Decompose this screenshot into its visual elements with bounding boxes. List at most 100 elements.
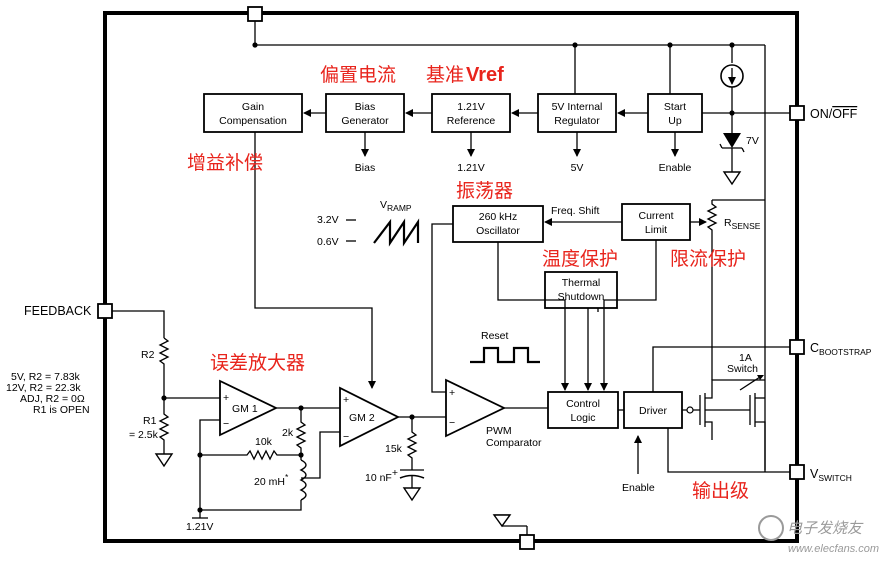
bootstrap-pin: CBOOTSTRAP <box>789 339 872 357</box>
driver-block: Driver <box>623 391 683 429</box>
annotation-error-amp: 误差放大器 <box>210 352 305 374</box>
svg-text:20 mH*: 20 mH* <box>254 472 289 488</box>
annotation-output: 输出级 <box>692 480 749 502</box>
osc-to-pwm-wire <box>431 223 453 393</box>
svg-text:www.elecfans.com: www.elecfans.com <box>788 543 879 555</box>
control-logic-block: Control Logic <box>547 391 619 429</box>
svg-text:−: − <box>223 418 229 430</box>
pwm-comparator: + − PWM Comparator <box>445 378 542 449</box>
svg-text:R1 is OPEN: R1 is OPEN <box>33 404 90 416</box>
svg-text:Generator: Generator <box>341 115 389 127</box>
r2-resistor: R2 <box>141 337 170 398</box>
reference-block: 1.21V Reference <box>431 93 511 133</box>
comp-network: 2k 10k 20 mH* 1.21V <box>186 408 340 533</box>
annotation-bias-current: 偏置电流 <box>320 64 396 86</box>
feedback-options: 5V, R2 = 7.83k 12V, R2 = 22.3k ADJ, R2 =… <box>6 371 90 416</box>
svg-text:= 2.5k: = 2.5k <box>129 429 159 441</box>
rc-filter: 15k 10 nF+ <box>365 414 446 502</box>
freq-shift-label: Freq. Shift <box>551 205 600 217</box>
startup-block: Start Up <box>647 93 703 133</box>
svg-text:GM 1: GM 1 <box>232 403 258 415</box>
svg-text:Gain: Gain <box>242 101 264 113</box>
r1-resistor: R1 = 2.5k <box>129 398 174 468</box>
feedback-pin: FEEDBACK <box>24 303 113 319</box>
svg-text:电子发烧友: 电子发烧友 <box>787 519 864 537</box>
thermal-shutdown-block: Thermal Shutdown <box>544 271 618 309</box>
top-rail <box>252 21 766 470</box>
annotation-oscillator: 振荡器 <box>456 180 513 202</box>
svg-text:Compensation: Compensation <box>219 115 287 127</box>
oscillator-block: 260 kHz Oscillator <box>452 205 544 243</box>
svg-text:1A: 1A <box>739 352 752 364</box>
output-switches: 1A Switch <box>667 352 790 473</box>
gm2-amplifier: GM 2 + − <box>339 386 401 448</box>
rsense-resistor: RSENSE <box>690 199 765 380</box>
ref-out-label: 1.21V <box>457 162 484 174</box>
svg-text:5V Internal: 5V Internal <box>552 101 603 113</box>
annotation-thermal: 温度保护 <box>542 248 618 270</box>
feedback-wire <box>112 310 165 338</box>
control-logic-inputs <box>497 240 657 391</box>
top-pin <box>247 6 263 22</box>
annotation-reference: 基准 <box>426 64 464 86</box>
zener-diode: 7V <box>719 133 759 186</box>
svg-text:Comparator: Comparator <box>486 437 542 449</box>
svg-text:+: + <box>449 387 455 399</box>
ramp-waveform: 3.2V 0.6V VRAMP <box>317 199 420 248</box>
gain-compensation-block: Gain Compensation <box>203 93 303 133</box>
svg-text:CBOOTSTRAP: CBOOTSTRAP <box>810 341 872 357</box>
current-source <box>690 64 790 133</box>
svg-text:1.21V: 1.21V <box>186 521 213 533</box>
current-limit-block: Current Limit <box>621 203 691 241</box>
svg-text:12V, R2 = 22.3k: 12V, R2 = 22.3k <box>6 382 81 394</box>
svg-text:Current: Current <box>638 210 673 222</box>
svg-text:Reset: Reset <box>481 330 509 342</box>
svg-text:Bias: Bias <box>355 101 375 113</box>
svg-text:Oscillator: Oscillator <box>476 225 520 237</box>
annotation-current-limit: 限流保护 <box>670 248 746 270</box>
svg-text:3.2V: 3.2V <box>317 214 339 226</box>
zener-label: 7V <box>746 135 759 147</box>
ground-pin <box>519 534 535 550</box>
annotation-gain-comp: 增益补偿 <box>187 152 263 174</box>
svg-text:15k: 15k <box>385 443 403 455</box>
vswitch-pin: VSWITCH <box>789 464 852 483</box>
svg-text:ADJ, R2 = 0Ω: ADJ, R2 = 0Ω <box>20 393 85 405</box>
watermark: 电子发烧友 www.elecfans.com <box>758 515 879 555</box>
svg-text:VSWITCH: VSWITCH <box>810 467 852 483</box>
svg-text:R1: R1 <box>143 415 157 427</box>
gm1-amplifier: GM 1 + − <box>219 379 279 437</box>
svg-text:Driver: Driver <box>639 405 668 417</box>
svg-text:Up: Up <box>668 115 682 127</box>
svg-text:GM 2: GM 2 <box>349 412 375 424</box>
svg-text:R2: R2 <box>141 349 155 361</box>
svg-text:2k: 2k <box>282 427 294 439</box>
svg-text:Logic: Logic <box>570 412 595 424</box>
svg-text:PWM: PWM <box>486 425 512 437</box>
svg-text:Switch: Switch <box>727 363 758 375</box>
svg-text:+: + <box>343 394 349 406</box>
bottom-ground <box>492 514 528 535</box>
svg-text:Shutdown: Shutdown <box>558 291 605 303</box>
regulator-block: 5V Internal Regulator <box>537 93 617 133</box>
reset-pulse: Reset <box>470 330 540 364</box>
svg-text:Reference: Reference <box>447 115 496 127</box>
svg-text:−: − <box>343 431 349 443</box>
svg-text:10 nF+: 10 nF+ <box>365 467 398 484</box>
on-off-pin: ON/OFF <box>789 105 858 121</box>
bias-generator-block: Bias Generator <box>325 93 405 133</box>
svg-text:5V, R2 = 7.83k: 5V, R2 = 7.83k <box>11 371 81 383</box>
svg-text:Control: Control <box>566 398 600 410</box>
svg-text:ON/OFF: ON/OFF <box>810 107 858 121</box>
svg-text:Start: Start <box>664 101 686 113</box>
svg-text:260 kHz: 260 kHz <box>479 211 518 223</box>
svg-text:+: + <box>223 392 229 404</box>
gm1-ref-wire <box>199 419 220 510</box>
bias-out-label: Bias <box>355 162 375 174</box>
top-block-arrows <box>303 109 679 157</box>
svg-text:Thermal: Thermal <box>562 277 601 289</box>
enable-top-label: Enable <box>659 162 692 174</box>
svg-text:−: − <box>449 417 455 429</box>
svg-text:1.21V: 1.21V <box>457 101 484 113</box>
